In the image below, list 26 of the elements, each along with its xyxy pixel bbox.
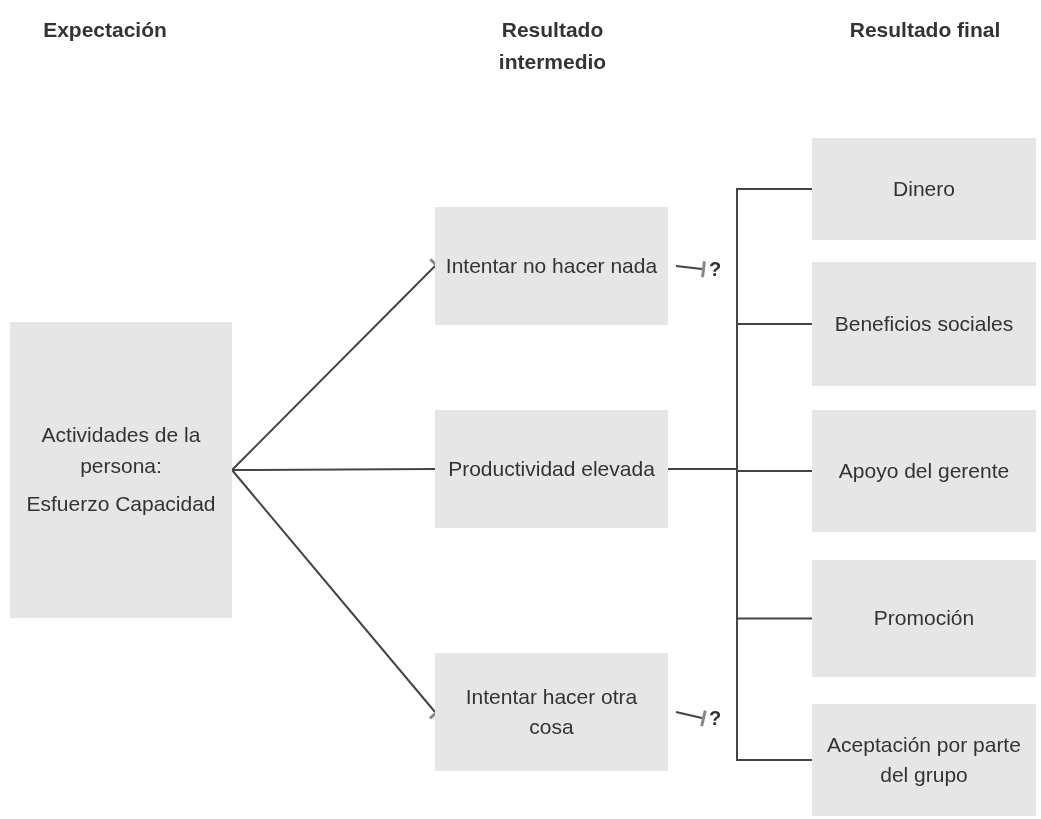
box-text: Dinero: [893, 175, 955, 202]
process-box: [812, 262, 1036, 386]
box-text: Intentar no hacer nada: [445, 252, 658, 279]
question-mark: ?: [706, 704, 724, 732]
box-text: Apoyo del gerente: [838, 457, 1010, 484]
connector-line: [675, 709, 707, 728]
box-text: Productividad elevada: [448, 455, 655, 482]
question-mark: ?: [706, 255, 724, 283]
column-heading: Expectación: [42, 17, 168, 43]
process-box: [812, 704, 1036, 816]
process-box: [435, 410, 668, 528]
column-heading: Resultado final: [848, 17, 1002, 43]
box-text: Aceptación por parte del grupo: [826, 731, 1022, 788]
process-box: [435, 207, 668, 325]
box-text: Esfuerzo Capacidad: [26, 491, 216, 518]
process-box: [10, 322, 232, 618]
process-box: [812, 560, 1036, 677]
connector-line: [675, 259, 706, 279]
box-text: Intentar hacer otra cosa: [464, 683, 639, 740]
process-box: [812, 410, 1036, 532]
process-box: [435, 653, 668, 771]
process-box: [812, 138, 1036, 240]
box-text: Actividades de la persona:: [40, 422, 202, 479]
box-text: Beneficios sociales: [834, 310, 1014, 337]
column-heading: Resultado intermedio: [497, 17, 608, 75]
box-text: Promoción: [873, 605, 975, 632]
